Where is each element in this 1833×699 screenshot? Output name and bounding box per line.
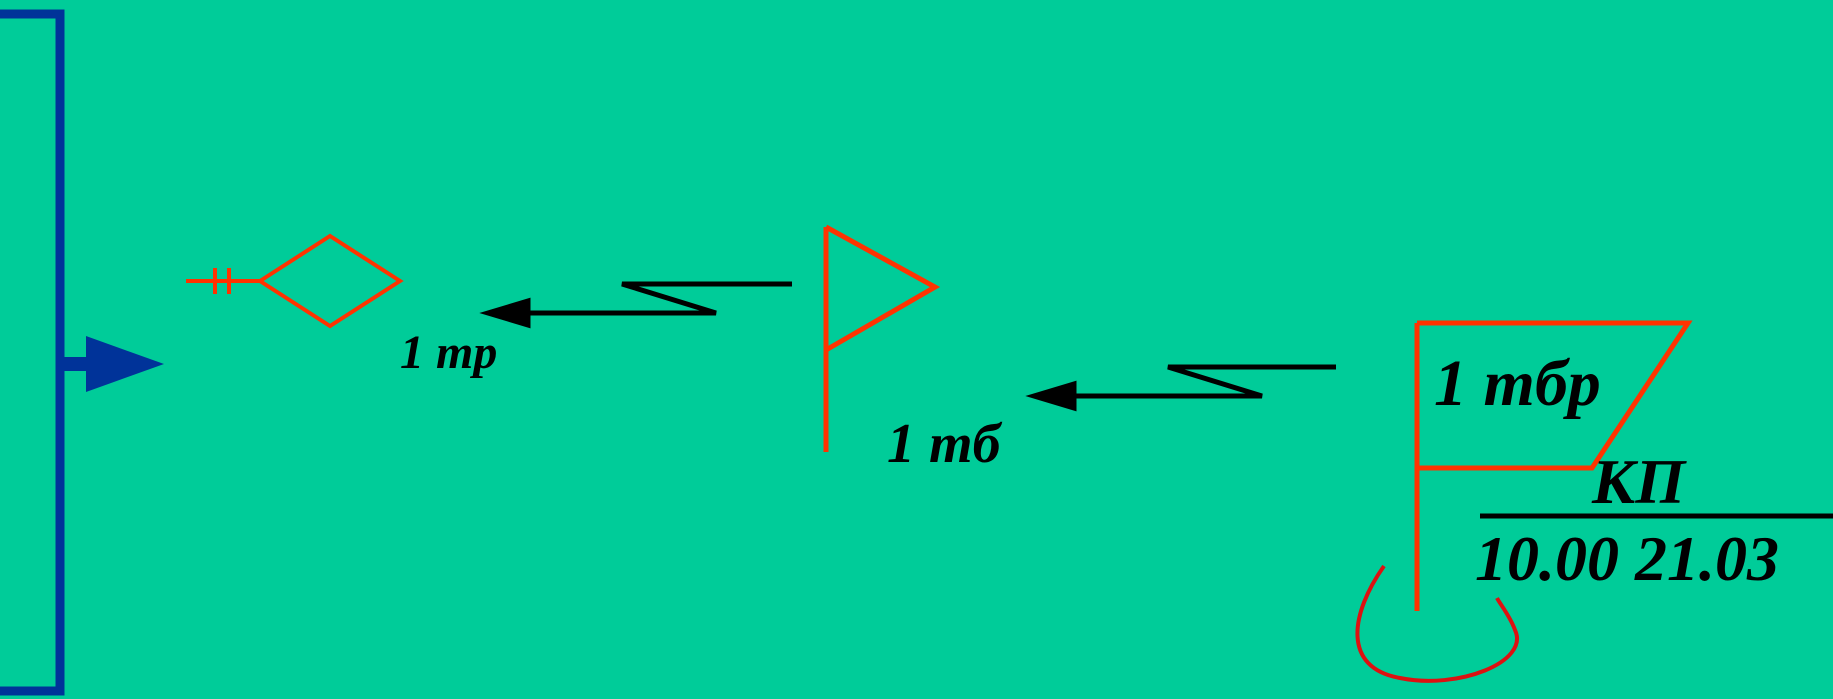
diamond-unit-symbol-icon: [186, 233, 404, 329]
radio-link-1-head: [479, 297, 531, 329]
brigade-flag-icon: [1414, 320, 1693, 611]
radio-link-1: [522, 281, 792, 316]
radio-link-arrow-icon: [1025, 364, 1336, 412]
bracket-line: [0, 9, 65, 696]
command-loop-icon: [1355, 564, 1519, 683]
symbol-diamond: [256, 233, 404, 329]
command-post-time: 10.00 21.03: [1475, 523, 1779, 594]
arrow-head: [86, 336, 164, 392]
radio-link-2-head: [1025, 380, 1077, 412]
radio-link-arrow-icon: [479, 281, 792, 329]
bracket-with-arrow-icon: [0, 9, 164, 696]
command-post-label: КП: [1591, 446, 1687, 517]
radio-link-2: [1068, 364, 1336, 399]
brigade-flag-cloth: [1417, 320, 1693, 471]
platoon-label: 1 тр: [400, 326, 497, 379]
brigade-label: 1 тбр: [1434, 347, 1601, 420]
battalion-flag-cloth: [824, 224, 941, 353]
battalion-flag-icon: [823, 224, 941, 452]
battalion-label: 1 тб: [887, 413, 1003, 475]
